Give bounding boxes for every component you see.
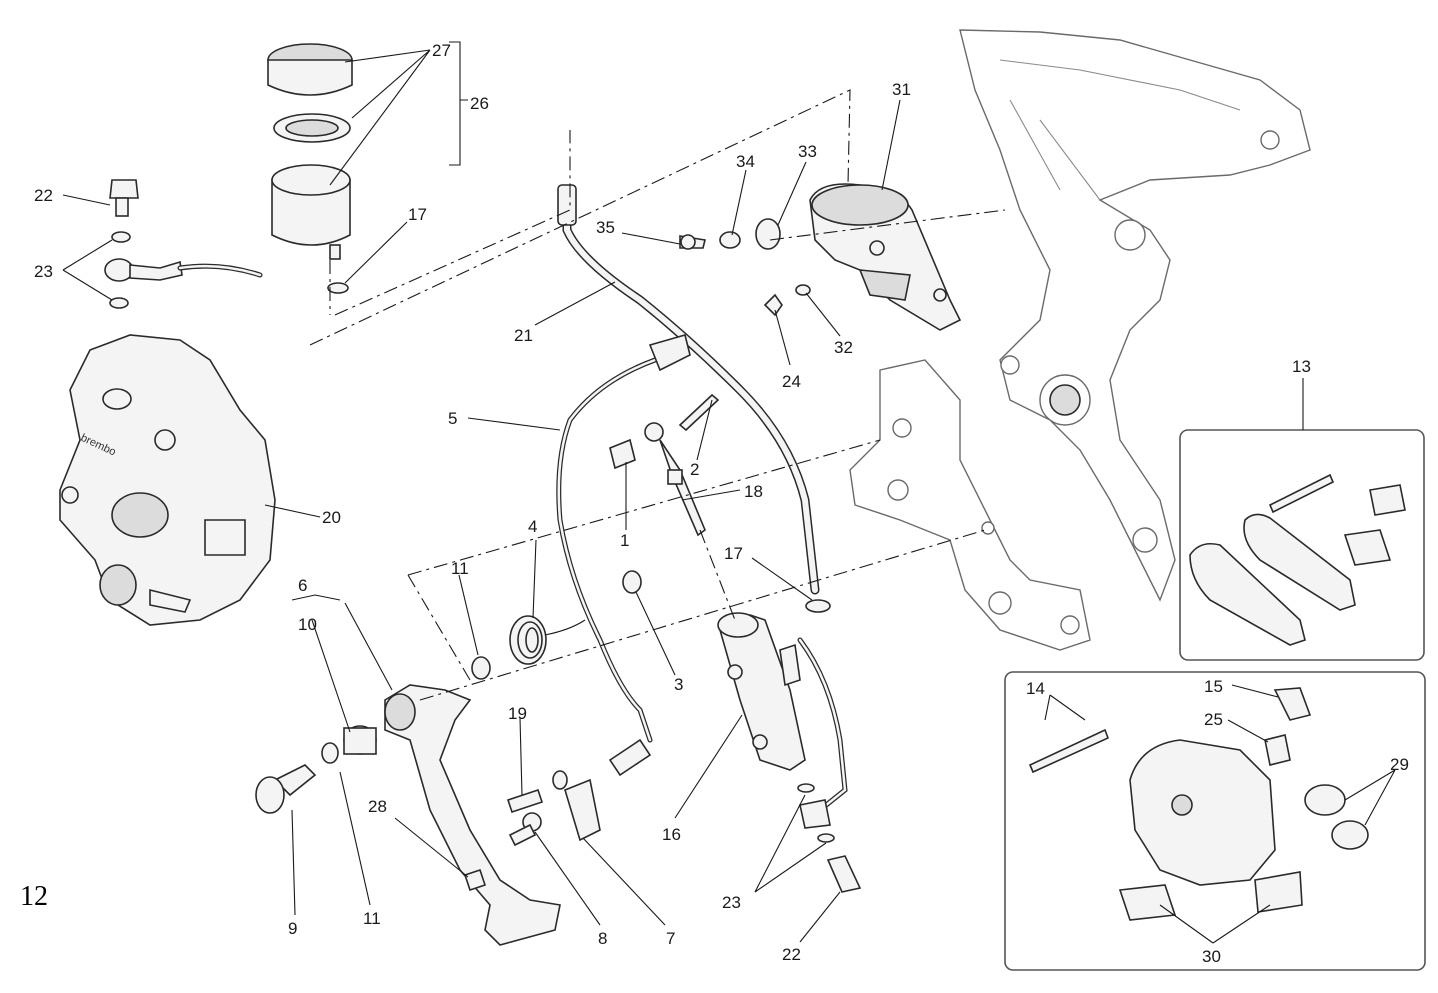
pushrod-assembly xyxy=(609,393,720,537)
fluid-reservoir xyxy=(267,43,353,294)
callout-24: 24 xyxy=(782,372,801,391)
callout-20: 20 xyxy=(322,508,341,527)
return-spring xyxy=(509,570,642,665)
callout-2: 2 xyxy=(690,460,699,479)
callout-22-a: 22 xyxy=(34,186,53,205)
callout-16: 16 xyxy=(662,825,681,844)
banjo-bolt-group-left xyxy=(104,179,263,309)
callout-6: 6 xyxy=(298,576,307,595)
callout-28: 28 xyxy=(368,797,387,816)
callout-27: 27 xyxy=(432,41,451,60)
callout-11-a: 11 xyxy=(451,559,469,578)
callout-10: 10 xyxy=(298,615,317,634)
callout-9: 9 xyxy=(288,919,297,938)
callout-26: 26 xyxy=(470,94,489,113)
callout-1: 1 xyxy=(620,531,629,550)
callout-14: 14 xyxy=(1026,679,1045,698)
page-number: 12 xyxy=(20,881,48,912)
callout-25: 25 xyxy=(1204,710,1223,729)
caliper-parts-inset xyxy=(1004,671,1426,971)
callout-7: 7 xyxy=(666,929,675,948)
callout-35: 35 xyxy=(596,218,615,237)
callout-18: 18 xyxy=(744,482,763,501)
reservoir-bracket xyxy=(679,183,962,331)
brake-pedal xyxy=(255,656,561,946)
callout-21: 21 xyxy=(514,326,533,345)
callout-17-b: 17 xyxy=(724,544,743,563)
callout-29: 29 xyxy=(1390,755,1409,774)
rear-master-cylinder xyxy=(717,612,848,813)
callout-13: 13 xyxy=(1292,357,1311,376)
callout-31: 31 xyxy=(892,80,911,99)
callout-34: 34 xyxy=(736,152,755,171)
frame-section xyxy=(849,29,1311,651)
callout-3: 3 xyxy=(674,675,683,694)
callout-labels: 1 2 3 4 5 6 7 8 9 10 11 11 13 14 15 16 1… xyxy=(34,41,1409,966)
callout-5: 5 xyxy=(448,409,457,428)
rear-brake-caliper: brembo xyxy=(59,334,276,626)
pedal-link-parts xyxy=(506,770,601,847)
brake-line xyxy=(556,334,691,777)
banjo-bolt-group-lower xyxy=(797,783,862,893)
callout-8: 8 xyxy=(598,929,607,948)
brake-pads-inset xyxy=(1179,429,1425,661)
callout-30: 30 xyxy=(1202,947,1221,966)
callout-23-b: 23 xyxy=(722,893,741,912)
callout-19: 19 xyxy=(508,704,527,723)
callout-4: 4 xyxy=(528,517,537,536)
callout-22-b: 22 xyxy=(782,945,801,964)
callout-15: 15 xyxy=(1204,677,1223,696)
callout-17-a: 17 xyxy=(408,205,427,224)
callout-23-a: 23 xyxy=(34,262,53,281)
callout-11-b: 11 xyxy=(363,909,381,928)
reservoir-hose xyxy=(557,184,831,613)
leader-lines xyxy=(62,41,1396,944)
callout-33: 33 xyxy=(798,142,817,161)
callout-32: 32 xyxy=(834,338,853,357)
assembly-guide-lines xyxy=(309,89,1006,701)
